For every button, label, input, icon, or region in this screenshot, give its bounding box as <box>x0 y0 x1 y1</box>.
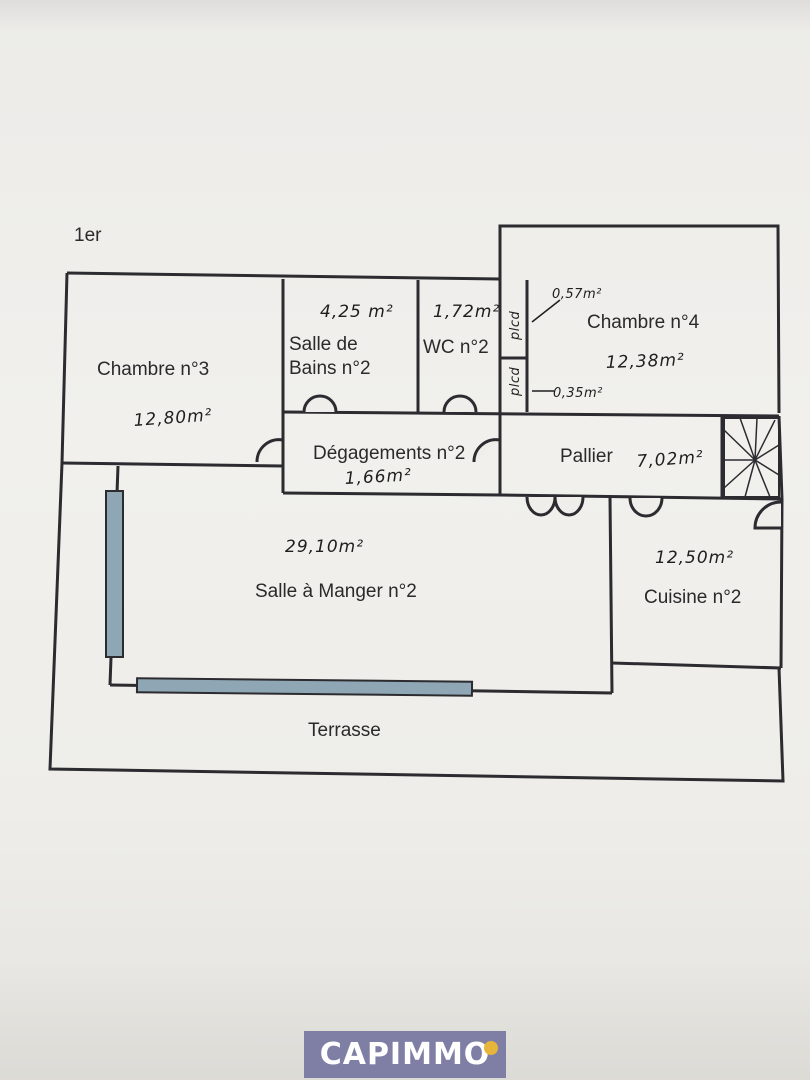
cuisine2-area: 12,50m² <box>655 548 734 568</box>
chambre3-name: Chambre n°3 <box>97 359 209 380</box>
doors <box>255 394 782 530</box>
wc2-name: WC n°2 <box>423 337 489 358</box>
door-chambre3 <box>255 438 284 463</box>
door-cuisine <box>628 497 664 518</box>
door-wc <box>442 394 478 413</box>
floor-label: 1er <box>74 225 102 246</box>
salle-bains2-area: 4,25 m² <box>320 302 394 322</box>
logo-text: CAPIMMO <box>319 1037 491 1072</box>
logo-dot-icon <box>484 1041 498 1055</box>
placard-bottom-name: plcd <box>508 366 523 397</box>
staircase <box>723 417 780 498</box>
placard-top-area: 0,57m² <box>552 287 602 302</box>
degagements2-name: Dégagements n°2 <box>313 443 465 464</box>
photo-top-shadow <box>0 0 810 30</box>
pallier-area: 7,02m² <box>636 447 704 472</box>
wc2-area: 1,72m² <box>433 302 500 322</box>
placard-top-name: plcd <box>508 310 523 341</box>
degagements2-area: 1,66m² <box>344 466 412 489</box>
door-cuisine-side <box>753 500 782 530</box>
window-bottom <box>135 677 474 697</box>
placard-top-arrow <box>531 299 561 323</box>
chambre3-area: 12,80m² <box>133 406 213 431</box>
walls <box>48 224 785 783</box>
door-salle-manger-double <box>525 496 585 517</box>
window-left <box>105 490 124 658</box>
salle-manger2-area: 29,10m² <box>285 537 364 557</box>
door-bathroom <box>302 394 338 413</box>
terrasse-name: Terrasse <box>308 720 381 741</box>
door-degagement <box>472 438 501 463</box>
chambre4-name: Chambre n°4 <box>587 312 700 333</box>
capimmo-logo: CAPIMMO <box>304 1031 506 1078</box>
cuisine2-name: Cuisine n°2 <box>644 587 741 608</box>
placard-bottom-area: 0,35m² <box>553 386 603 401</box>
salle-manger2-name: Salle à Manger n°2 <box>255 581 417 602</box>
pallier-name: Pallier <box>560 446 613 467</box>
salle-bains2-name-line1: Salle de <box>289 334 358 355</box>
chambre4-area: 12,38m² <box>605 350 685 373</box>
salle-bains2-name-line2: Bains n°2 <box>289 358 371 379</box>
